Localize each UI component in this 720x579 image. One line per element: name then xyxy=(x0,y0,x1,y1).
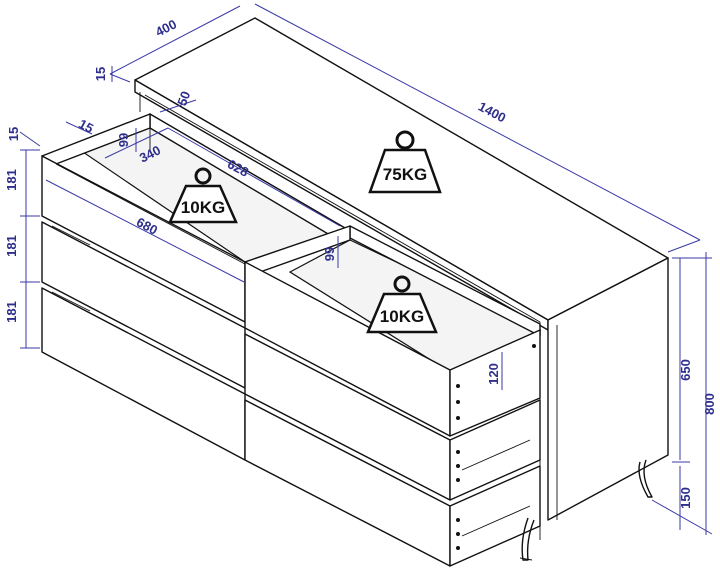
leg-foot xyxy=(519,557,533,561)
dim-label-drawer-top: 181 xyxy=(4,169,19,191)
dim-tick xyxy=(667,239,701,253)
weight-icon-left-drawer: 10KG xyxy=(168,167,238,224)
dim-label-drawer-mid: 181 xyxy=(4,235,19,257)
drawer-hole xyxy=(456,546,460,550)
dim-label-drawer-bottom: 181 xyxy=(4,301,19,323)
front-frame-top xyxy=(144,94,541,323)
leg-front-right xyxy=(521,517,535,561)
dim-label-edge-thickness: 15 xyxy=(6,127,21,141)
right-drawer-bottom-side xyxy=(449,465,541,567)
drawer-hole xyxy=(456,532,460,536)
drawer-hole xyxy=(456,400,460,404)
dim-tick xyxy=(109,73,131,83)
dim-line-drawer-side xyxy=(65,121,93,135)
dim-label-depth: 400 xyxy=(153,16,179,39)
right-drawer-middle-inner xyxy=(461,439,531,471)
left-drawer-bottom-lip xyxy=(51,291,91,312)
weight-label-left-drawer: 10KG xyxy=(181,198,225,217)
dim-line-drawer-front xyxy=(45,179,245,283)
left-drawer-middle-lip xyxy=(51,225,91,246)
dim-label-top-thickness: 15 xyxy=(93,67,108,81)
right-drawer-bottom-inner xyxy=(461,505,531,537)
drawer-hole xyxy=(456,384,460,388)
dim-label-right-drawer-side: 99 xyxy=(322,247,337,261)
weight-label-right-drawer: 10KG xyxy=(380,307,424,326)
dim-label-inner-gap: 50 xyxy=(174,89,193,108)
leg-back-right xyxy=(638,459,653,498)
drawer-hole xyxy=(456,450,460,454)
dim-label-drawer-back: 99 xyxy=(116,133,131,147)
dim-line-drawer-width xyxy=(167,127,341,227)
drawer-hole xyxy=(456,478,460,482)
drawer-hole xyxy=(456,416,460,420)
dim-tick-edge xyxy=(19,131,41,147)
right-drawer-right-side xyxy=(449,329,541,437)
dim-line-width xyxy=(254,3,701,241)
weight-icon-right-drawer: 10KG xyxy=(366,275,438,334)
dim-label-total-height: 800 xyxy=(702,393,717,415)
cabinet-right-side xyxy=(547,257,669,521)
dim-label-body-height: 650 xyxy=(678,359,693,381)
dim-label-width: 1400 xyxy=(476,99,509,126)
weight-icon-top: 75KG xyxy=(368,130,442,194)
drawer-hole xyxy=(456,518,460,522)
dim-tick xyxy=(651,499,713,535)
drawer-hole xyxy=(456,464,460,468)
dim-label-leg-height: 150 xyxy=(678,487,693,509)
dim-line-depth xyxy=(109,5,241,75)
right-drawer-middle-side xyxy=(449,399,541,501)
dim-line-inner-gap xyxy=(159,99,197,113)
left-drawer-front-inner xyxy=(55,163,246,265)
dim-label-right-drawer-front: 120 xyxy=(486,363,501,385)
drawer-hole xyxy=(532,344,536,348)
dim-label-drawer-side: 15 xyxy=(76,116,96,136)
weight-label-top: 75KG xyxy=(383,165,427,184)
